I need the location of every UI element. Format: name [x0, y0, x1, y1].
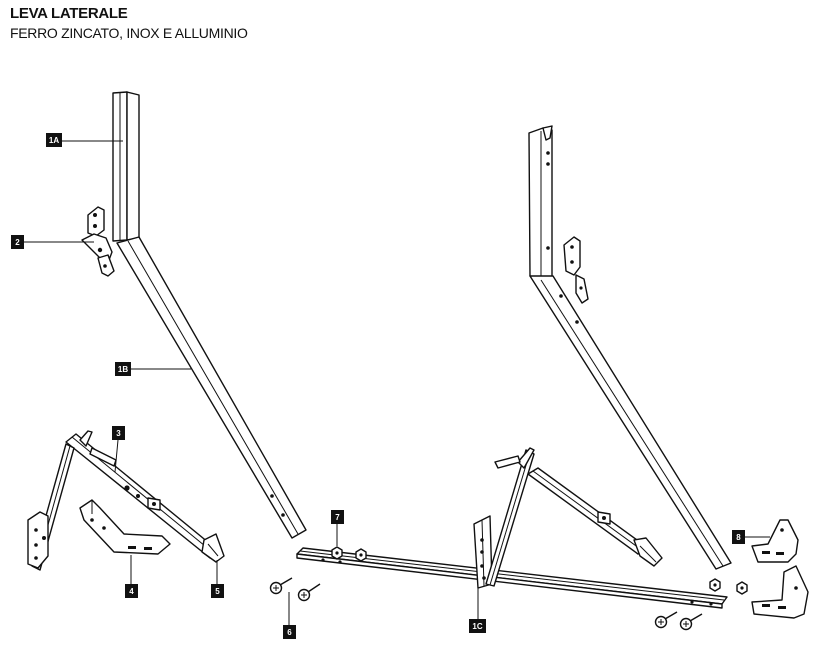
callout-4: 4 [125, 584, 138, 598]
callout-1a-text: 1A [49, 136, 59, 145]
callout-4-text: 4 [129, 587, 134, 596]
part-8-corner-brackets [751, 519, 809, 619]
callout-5: 5 [211, 584, 224, 598]
callout-7: 7 [331, 510, 344, 524]
callout-1c: 1C [469, 619, 486, 633]
callout-5-text: 5 [215, 587, 220, 596]
callout-6-text: 6 [287, 628, 292, 637]
callout-1b: 1B [115, 362, 131, 376]
callout-2-text: 2 [15, 238, 20, 247]
part-right-diagonal-bar [529, 275, 732, 570]
part-4-corner-bracket [79, 499, 171, 555]
callout-1b-text: 1B [118, 365, 128, 374]
callout-1c-text: 1C [472, 622, 482, 631]
callout-8-text: 8 [736, 533, 741, 542]
page-subtitle: FERRO ZINCATO, INOX E ALLUMINIO [10, 25, 248, 41]
page-title: LEVA LATERALE [10, 5, 128, 22]
callout-3: 3 [112, 426, 125, 440]
callout-7-text: 7 [335, 513, 340, 522]
callout-3-text: 3 [116, 429, 121, 438]
callout-8: 8 [732, 530, 745, 544]
part-right-folding-arm [485, 447, 663, 587]
part-6-screws [269, 577, 703, 631]
part-upper-frame-bar [528, 125, 553, 281]
part-7-nuts [331, 546, 748, 595]
callout-6: 6 [283, 625, 296, 639]
part-right-hinge-bracket [563, 236, 589, 304]
part-5-end-plate [201, 533, 225, 563]
part-2-hinge-bracket [81, 206, 115, 277]
header: LEVA LATERALE FERRO ZINCATO, INOX E ALLU… [10, 4, 248, 42]
part-1c-horizontal-rail [296, 547, 728, 609]
callout-1a: 1A [46, 133, 62, 147]
part-1a-vertical-bar [112, 91, 140, 242]
part-1b-diagonal-bar [116, 236, 307, 539]
callout-2: 2 [11, 235, 24, 249]
